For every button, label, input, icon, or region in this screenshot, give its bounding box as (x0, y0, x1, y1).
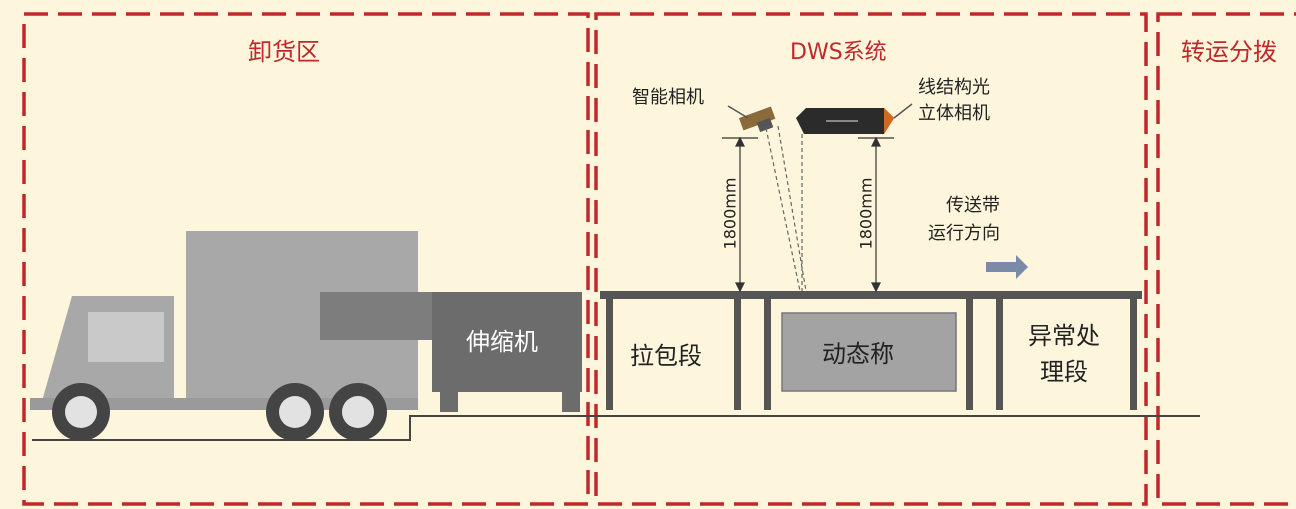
smart-camera-label: 智能相机 (632, 87, 704, 108)
line-camera-label-2: 立体相机 (918, 103, 990, 124)
height-label-left: 1800mm (720, 177, 740, 250)
line-camera-label-1: 线结构光 (918, 77, 990, 98)
height-indicators (722, 136, 894, 293)
unloading-zone-border (22, 12, 590, 506)
transfer-zone-title: 转运分拨 (1181, 38, 1277, 66)
conveyor-direction-label-2: 运行方向 (928, 223, 1000, 244)
dynamic-scale-label: 动态称 (822, 340, 894, 368)
telescopic-label: 伸缩机 (466, 328, 538, 356)
unloading-zone-title: 卸货区 (248, 38, 320, 66)
telescopic-conveyor (320, 292, 582, 412)
height-label-right: 1800mm (856, 177, 876, 250)
line-structured-camera (796, 103, 913, 134)
direction-arrow (986, 255, 1028, 279)
truck (30, 231, 418, 441)
ground-line (32, 415, 1200, 441)
dws-zone-border (594, 12, 1148, 506)
conveyor-direction-label-1: 传送带 (946, 195, 1000, 216)
abnormal-section-label-1: 异常处 (1028, 322, 1100, 350)
camera-fov-lines (765, 125, 807, 292)
pull-section-label: 拉包段 (630, 342, 702, 370)
smart-camera (727, 105, 776, 133)
dynamic-scale-box (781, 312, 957, 392)
transfer-zone-border (1156, 12, 1296, 506)
conveyor-belt (600, 291, 1142, 410)
abnormal-section-label-2: 理段 (1040, 358, 1088, 386)
dws-zone-title: DWS系统 (790, 40, 887, 65)
